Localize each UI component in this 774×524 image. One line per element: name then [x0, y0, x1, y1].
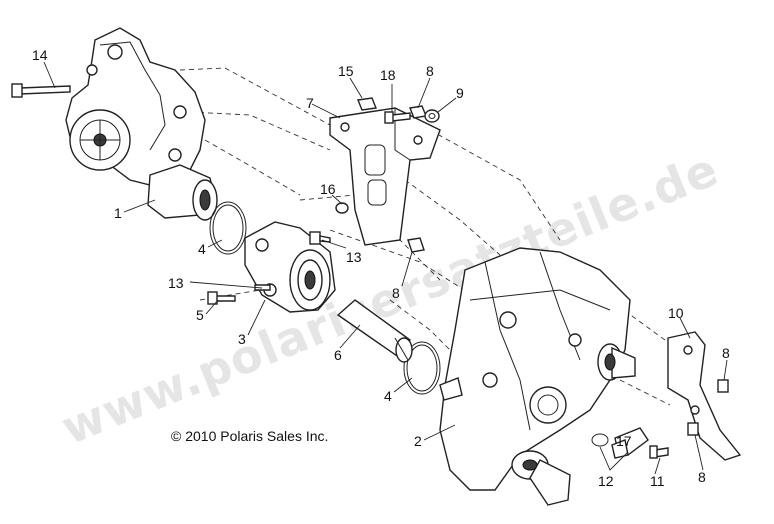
callout-12: 12	[598, 473, 614, 489]
bracket-hardware	[335, 97, 440, 253]
copyright-notice: © 2010 Polaris Sales Inc.	[171, 428, 328, 444]
callout-6: 6	[334, 347, 342, 363]
callout-1: 1	[114, 205, 122, 221]
callout-11: 11	[650, 473, 665, 489]
o-ring-upper-inner	[212, 204, 244, 252]
callout-18: 18	[380, 67, 396, 83]
callout-15: 15	[338, 63, 354, 79]
callout-10: 10	[668, 305, 684, 321]
upper-transmission-housing	[65, 27, 218, 221]
callout-9: 9	[456, 85, 464, 101]
o-ring-lower-inner	[406, 344, 438, 392]
callout-16: 16	[320, 181, 336, 197]
callout-17: 17	[616, 433, 632, 449]
callout-4-upper: 4	[198, 241, 206, 257]
speed-sensor	[591, 427, 669, 459]
coupler-housing	[244, 221, 336, 313]
callout-14: 14	[32, 47, 48, 63]
callout-13-right: 13	[346, 249, 362, 265]
callout-8-right: 8	[722, 345, 730, 361]
callout-7: 7	[306, 95, 314, 111]
callout-13-left: 13	[168, 275, 184, 291]
callout-5: 5	[196, 307, 204, 323]
callout-3: 3	[238, 331, 246, 347]
main-gearcase	[439, 247, 636, 506]
drive-shaft	[336, 299, 413, 363]
callout-8-bottom: 8	[698, 469, 706, 485]
right-bracket	[667, 331, 742, 461]
callout-8-top: 8	[426, 63, 434, 79]
o-ring-upper	[209, 201, 247, 255]
callout-8-middle: 8	[392, 285, 400, 301]
callout-4-lower: 4	[384, 388, 392, 404]
o-ring-lower	[403, 341, 441, 395]
callout-labels: 1 2 3 4 4 5 6 7 8 8 8 8 9 10 11 12 13 13…	[32, 47, 730, 489]
callout-2: 2	[414, 433, 422, 449]
mounting-bracket	[329, 107, 441, 246]
leader-lines	[43, 61, 728, 475]
bolt-14	[11, 83, 71, 98]
